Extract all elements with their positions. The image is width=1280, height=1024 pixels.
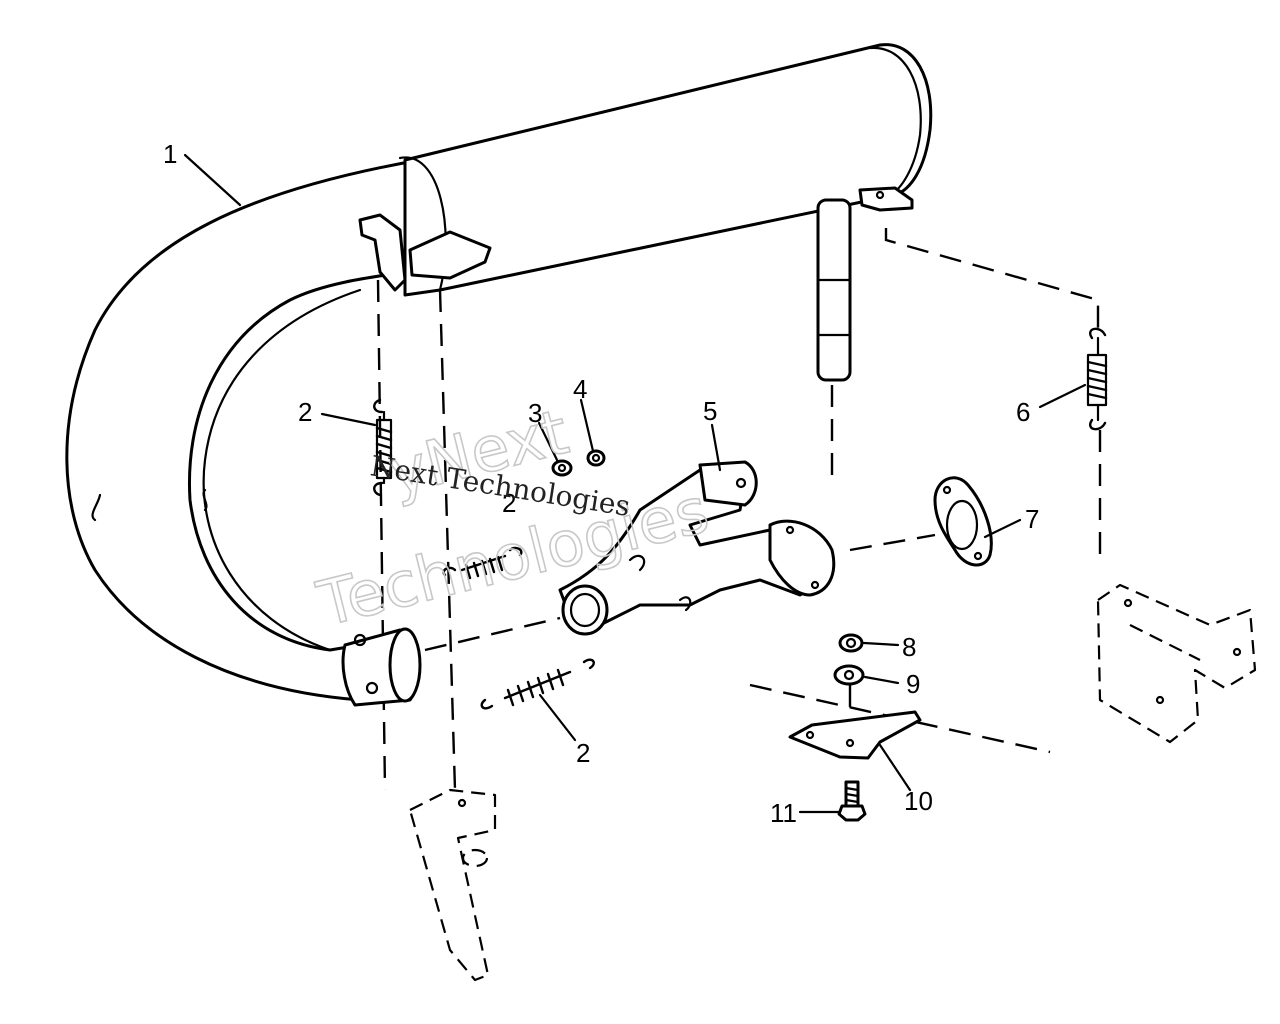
y-pipe-inlet <box>561 584 609 636</box>
callout-7: 7 <box>1025 504 1039 534</box>
callout-1: 1 <box>163 139 177 169</box>
callout-8: 8 <box>902 632 916 662</box>
gasket-7 <box>933 476 993 567</box>
frame-bracket-right <box>1096 583 1257 744</box>
nut-3 <box>551 459 573 477</box>
callout-labels: 1 2 2 2 3 4 5 6 7 8 9 10 11 <box>163 139 1039 828</box>
callout-5: 5 <box>703 396 717 426</box>
y-pipe-flange-upper <box>698 460 758 507</box>
spring-lower <box>480 658 595 710</box>
callout-6: 6 <box>1016 397 1030 427</box>
bracket-plate-10 <box>788 710 922 760</box>
spring-upper-left <box>373 398 393 497</box>
y-pipe-flange-lower <box>768 519 836 597</box>
spring-middle <box>442 546 523 580</box>
muffler-assembly <box>65 43 933 707</box>
callout-2-upper: 2 <box>298 397 312 427</box>
callout-2-middle: 2 <box>502 488 516 518</box>
callout-9: 9 <box>906 669 920 699</box>
washer-9 <box>833 664 865 686</box>
pipe-bend-outer-crease <box>91 493 102 522</box>
washer-4 <box>586 449 606 467</box>
leader-lines <box>183 153 1087 814</box>
y-pipe <box>558 460 836 636</box>
pipe-bend-inner-line <box>202 288 362 652</box>
callout-11: 11 <box>770 798 797 828</box>
callout-10: 10 <box>904 786 933 816</box>
muffler-bracket-right <box>858 186 914 212</box>
muffler-bracket-plate <box>408 230 492 280</box>
exhaust-pipe-bend <box>65 158 422 702</box>
callout-3: 3 <box>528 398 542 428</box>
callout-2-lower: 2 <box>576 738 590 768</box>
muffler-bracket-left <box>358 213 407 292</box>
callout-4: 4 <box>573 374 587 404</box>
nut-8 <box>838 633 864 653</box>
muffler-end-cap <box>868 46 922 197</box>
spring-right <box>1086 327 1108 431</box>
bolt-11 <box>837 780 867 822</box>
tailpipe <box>816 198 852 382</box>
frame-bracket-lower-left <box>408 788 497 982</box>
